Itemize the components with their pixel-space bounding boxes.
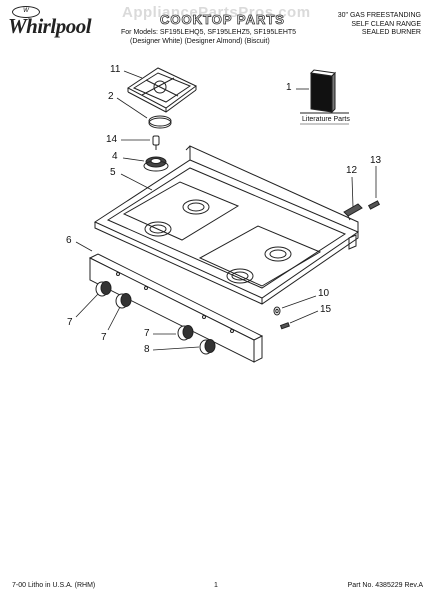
callout-15: 15: [320, 304, 332, 315]
callout-4: 4: [112, 151, 118, 162]
product-line-1: 30" GAS FREESTANDING: [337, 12, 421, 19]
brand-mark-text: W: [23, 8, 29, 14]
manifold-panel: [88, 253, 264, 363]
control-knob: [115, 293, 132, 309]
burner-base: [143, 156, 169, 172]
spark-igniter: [152, 135, 160, 150]
models-line: For Models: SF195LEHQ5, SF195LEHZ5, SF19…: [121, 29, 297, 36]
product-description: 30" GAS FREESTANDING SELF CLEAN RANGE SE…: [301, 12, 421, 38]
panel-screw: [279, 322, 290, 330]
page-title: COOKTOP PARTS: [160, 12, 285, 28]
callout-7-right: 7: [144, 328, 150, 339]
brand-oval-mark: W: [12, 6, 40, 18]
callout-7-middle: 7: [101, 332, 107, 343]
whirlpool-logo: Whirlpool: [8, 14, 92, 38]
callout-7-left: 7: [67, 317, 73, 328]
part-number: Part No. 4385229 Rev.A: [347, 582, 423, 589]
callout-5: 5: [110, 167, 116, 178]
literature-parts-label: Literature Parts: [302, 116, 350, 123]
literature-booklet: [309, 69, 337, 114]
callout-6: 6: [66, 235, 72, 246]
callout-10: 10: [318, 288, 330, 299]
callout-11: 11: [110, 64, 121, 75]
control-knob: [177, 325, 194, 341]
page-number: 1: [214, 582, 218, 589]
callout-8: 8: [144, 344, 150, 355]
print-info: 7-00 Litho in U.S.A. (RHM): [12, 582, 96, 589]
watermark: AppliancePartsPros.com: [122, 4, 311, 21]
variants-line: (Designer White) (Designer Almond) (Bisc…: [130, 38, 270, 45]
product-line-3: SEALED BURNER: [361, 29, 421, 36]
callout-2: 2: [108, 91, 114, 102]
callout-12: 12: [346, 165, 358, 176]
callout-14: 14: [106, 134, 118, 145]
spring-clip: [273, 306, 281, 316]
burner-grate: [127, 67, 197, 113]
control-knob: [95, 281, 112, 297]
callout-13: 13: [370, 155, 382, 166]
callout-1: 1: [286, 82, 292, 93]
control-knob: [199, 339, 216, 355]
product-line-2: SELF CLEAN RANGE: [351, 20, 421, 28]
mounting-screw: [367, 200, 381, 210]
cooktop-surface: [93, 145, 360, 305]
